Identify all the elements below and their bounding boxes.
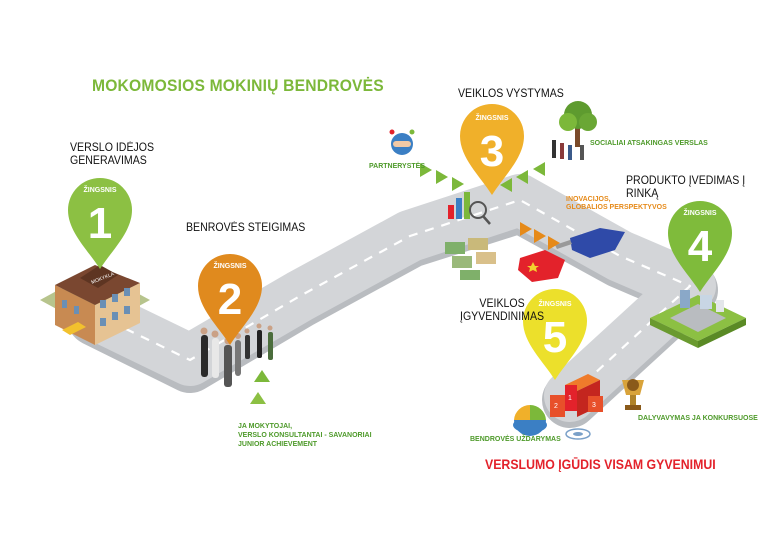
tree-icon [552, 101, 597, 160]
innovation-line-2: GLOBALIOS PERSPEKTYVOS [566, 204, 667, 212]
teachers-line-2: VERSLO KONSULTANTAI - SAVANORIAI [238, 431, 372, 439]
step-1-number: 1 [88, 199, 112, 248]
podium-icon: 1 2 3 [550, 374, 603, 440]
step-2-label-line-1: BENROVĖS STEIGIMAS [186, 222, 306, 234]
teachers-consultants-label: JA MOKYTOJAI, VERSLO KONSULTANTAI - SAVA… [238, 423, 372, 449]
money-stacks-icon [445, 238, 496, 280]
company-closing-label: BENDROVĖS UŽDARYMAS [470, 436, 561, 443]
step-5-word: ŽINGSNIS [538, 299, 571, 308]
step-5-label-line-1: VEIKLOS [479, 298, 525, 310]
step-5-pin: ŽINGSNIS 5 [523, 289, 587, 380]
step-1-label-line-2: GENERAVIMAS [70, 155, 147, 168]
step-4-pin: ŽINGSNIS 4 [668, 201, 732, 292]
step-1-word: ŽINGSNIS [83, 185, 116, 194]
step-3-label-line-1: VEIKLOS VYSTYMAS [458, 88, 564, 100]
step-1-pin: ŽINGSNIS 1 [68, 178, 132, 269]
school-building: MOKYKLA [40, 265, 150, 345]
step-2-pin: ŽINGSNIS 2 [198, 254, 262, 345]
step-4-label: PRODUKTO ĮVEDIMAS Į RINKĄ [626, 175, 757, 201]
step-5-label-line-2: ĮGYVENDINIMAS [460, 311, 545, 324]
innovation-arrows [520, 222, 560, 250]
social-responsibility-label: SOCIALIAI ATSAKINGAS VERSLAS [590, 140, 708, 147]
page-title: MOKOMOSIOS MOKINIŲ BENDROVĖS [92, 76, 384, 95]
bar-chart-icon [448, 192, 491, 225]
step-5-number: 5 [543, 313, 567, 362]
step-4-label-line-1: PRODUKTO ĮVEDIMAS Į RINKĄ [626, 175, 746, 201]
step-4-word: ŽINGSNIS [683, 208, 716, 217]
pie-chart-icon [513, 404, 547, 436]
footer-slogan: VERSLUMO ĮGŪDIS VISAM GYVENIMUI [485, 456, 716, 472]
step-2-label: BENROVĖS STEIGIMAS [186, 222, 305, 235]
podium-number-2: 2 [554, 403, 558, 410]
innovation-label: INOVACIJOS, GLOBALIOS PERSPEKTYVOS [566, 196, 667, 212]
step-3-number: 3 [480, 127, 504, 176]
teachers-line-3: JUNIOR ACHIEVEMENT [238, 440, 318, 448]
podium-number-1: 1 [568, 395, 572, 402]
step-4-number: 4 [688, 222, 713, 271]
step-3-word: ŽINGSNIS [475, 113, 508, 122]
partners-label: PARTNERYSTĖS [369, 163, 426, 170]
green-triangles-step2 [250, 370, 270, 404]
innovation-line-1: INOVACIJOS, [566, 196, 611, 203]
partnership-handshake-icon [389, 129, 415, 155]
partnership-arrows [420, 163, 464, 191]
world-map-icon [518, 228, 625, 282]
podium-number-3: 3 [592, 402, 596, 409]
step-1-label: VERSLO IDĖJOS GENERAVIMAS [70, 142, 154, 168]
trophy-icon [622, 379, 644, 410]
contests-label: DALYVAVYMAS JA KONKURSUOSE [638, 415, 758, 422]
teachers-line-1: JA MOKYTOJAI, [238, 423, 293, 430]
step-3-label: VEIKLOS VYSTYMAS [458, 88, 564, 101]
city-block-icon [650, 290, 746, 348]
step-2-number: 2 [218, 275, 242, 324]
people-group [200, 323, 273, 387]
social-arrows [500, 162, 545, 192]
step-3-pin: ŽINGSNIS 3 [460, 104, 524, 195]
step-5-label: VEIKLOS ĮGYVENDINIMAS [460, 298, 544, 324]
step-1-label-line-1: VERSLO IDĖJOS [70, 142, 155, 154]
step-2-word: ŽINGSNIS [213, 261, 246, 270]
